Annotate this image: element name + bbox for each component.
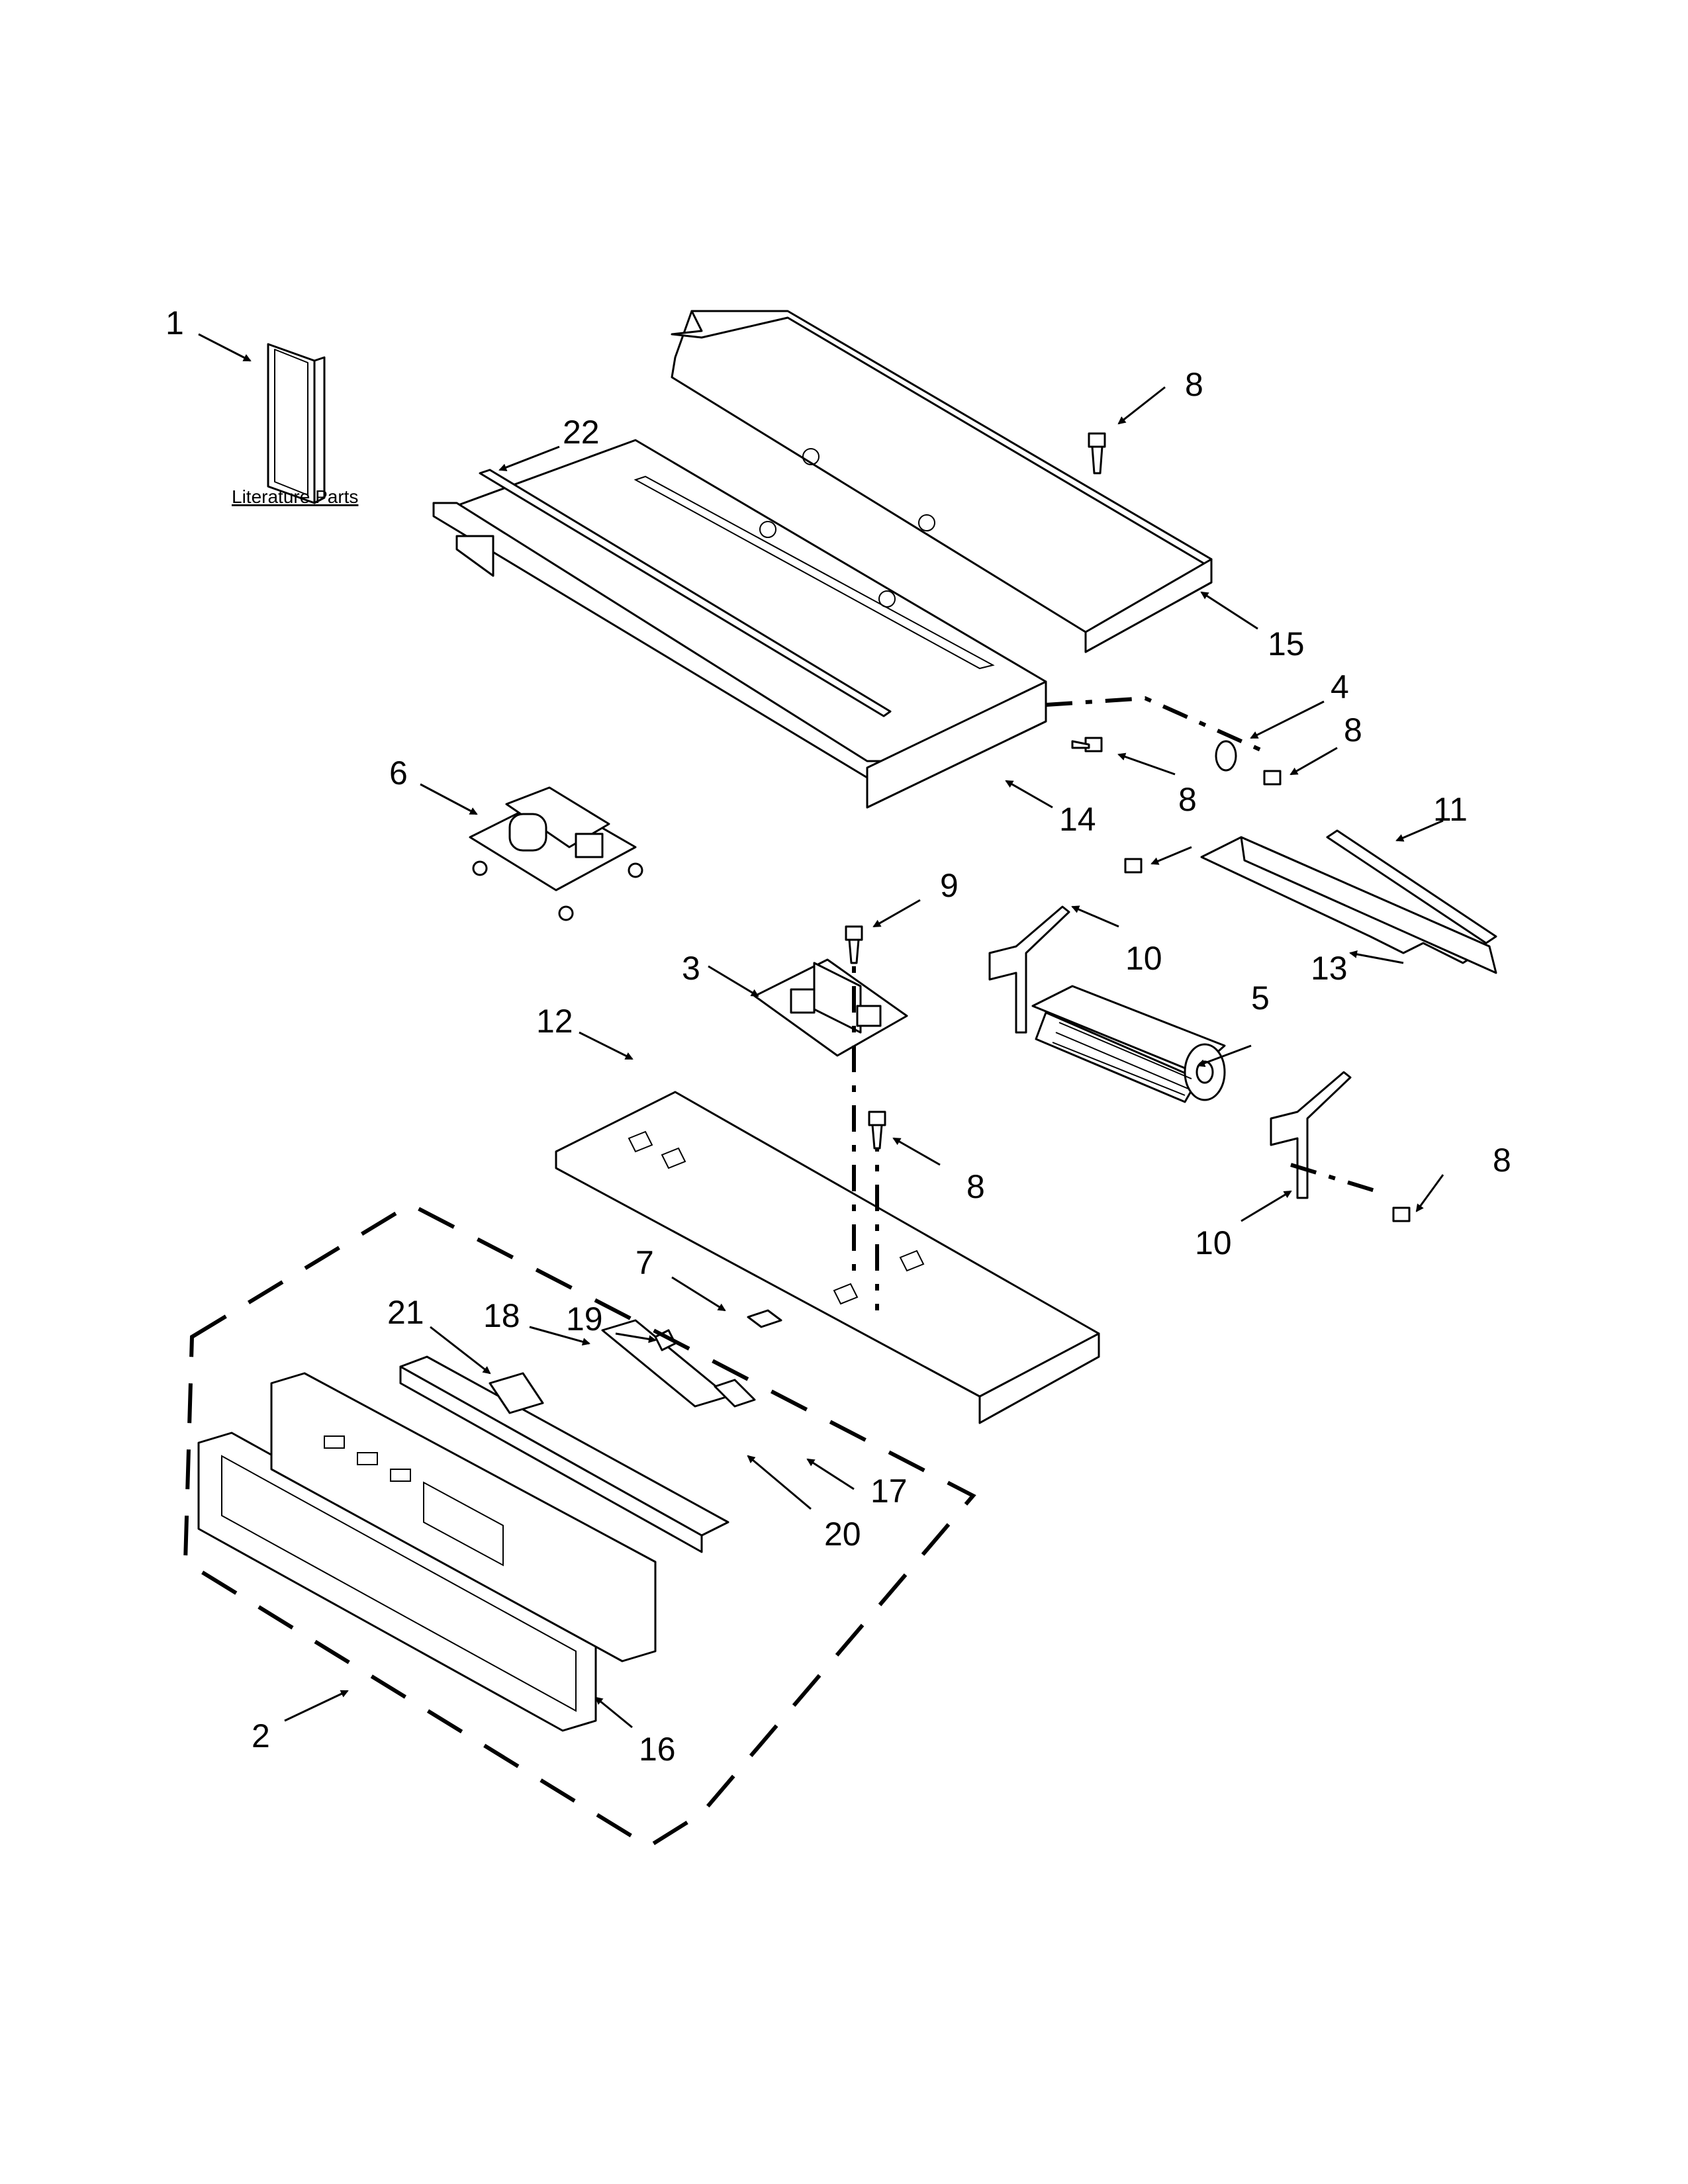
power-board bbox=[469, 786, 643, 921]
literature-booklet bbox=[267, 343, 326, 504]
callout-1: 1 bbox=[165, 304, 184, 341]
control-panel-base bbox=[555, 1091, 1100, 1424]
callout-10a: 10 bbox=[1125, 940, 1162, 977]
trim-strip bbox=[479, 469, 892, 717]
fan-bracket bbox=[1200, 836, 1497, 974]
callout-15: 15 bbox=[1268, 625, 1305, 662]
callout-6: 6 bbox=[389, 754, 408, 792]
callout-9: 9 bbox=[940, 867, 959, 904]
callout-17: 17 bbox=[870, 1473, 908, 1510]
screw-icon bbox=[845, 925, 863, 964]
callout-19: 19 bbox=[566, 1300, 603, 1338]
screw-icon bbox=[1088, 432, 1106, 475]
callout-11: 11 bbox=[1433, 791, 1468, 828]
relay-board bbox=[753, 958, 908, 1057]
screw-icon bbox=[1071, 737, 1103, 752]
callout-2: 2 bbox=[252, 1717, 270, 1754]
callout-14: 14 bbox=[1059, 801, 1096, 838]
callout-7: 7 bbox=[635, 1244, 654, 1281]
callout-18: 18 bbox=[483, 1297, 520, 1334]
callout-8c: 8 bbox=[1178, 781, 1197, 818]
callout-5: 5 bbox=[1251, 979, 1270, 1017]
rear-top-panel bbox=[671, 310, 1213, 653]
callout-16: 16 bbox=[639, 1731, 676, 1768]
glass-overlay bbox=[270, 1372, 657, 1662]
temperature-sensor-harness bbox=[714, 1379, 756, 1408]
switch-bracket bbox=[747, 1309, 782, 1328]
callout-20: 20 bbox=[824, 1516, 861, 1553]
insulation-strip bbox=[1326, 829, 1497, 944]
literature-parts-label: Literature Parts bbox=[232, 486, 358, 507]
user-interface-board bbox=[399, 1319, 729, 1553]
blower-fan bbox=[1031, 985, 1226, 1103]
upper-bracket-arm bbox=[988, 905, 1070, 1034]
callout-21: 21 bbox=[387, 1294, 424, 1331]
screw-icon bbox=[1124, 858, 1143, 874]
callout-3: 3 bbox=[682, 950, 700, 987]
callout-12: 12 bbox=[536, 1003, 573, 1040]
screw-icon bbox=[868, 1111, 886, 1150]
callout-4: 4 bbox=[1331, 668, 1349, 705]
callout-10b: 10 bbox=[1195, 1224, 1232, 1261]
callout-8e: 8 bbox=[1493, 1142, 1511, 1179]
callout-13: 13 bbox=[1311, 950, 1348, 987]
lower-bracket-arm bbox=[1270, 1071, 1352, 1199]
assembly-line-10 bbox=[1290, 1163, 1378, 1193]
callout-8d: 8 bbox=[966, 1168, 985, 1205]
callout-22: 22 bbox=[563, 414, 600, 451]
washer-icon bbox=[1215, 740, 1237, 772]
control-panel-frame bbox=[197, 1432, 597, 1732]
callout-8b: 8 bbox=[1344, 711, 1362, 749]
assembly-line-4 bbox=[1045, 696, 1272, 756]
screw-icon bbox=[1392, 1206, 1411, 1222]
leader-arrows bbox=[198, 333, 1444, 1729]
screw-icon bbox=[1263, 770, 1282, 786]
callout-8a: 8 bbox=[1185, 366, 1203, 403]
